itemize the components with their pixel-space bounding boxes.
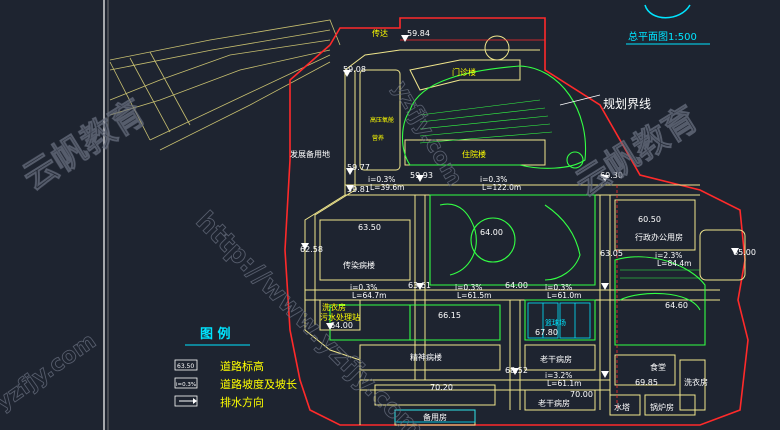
slope-3-len: L=64.7m: [352, 291, 386, 300]
slope-6-len: L=84.4m: [657, 259, 691, 268]
slope-5: i=0.3%: [545, 283, 572, 292]
label-reserve: 发展备用地: [290, 149, 330, 159]
elev-19: 70.00: [570, 390, 593, 399]
label-guard: 传达: [372, 28, 388, 38]
legend-label-slope: 道路坡度及坡长: [220, 377, 297, 391]
elev-12: 64.00: [330, 321, 353, 330]
label-court: 篮球场: [545, 318, 566, 327]
legend-label-elevation: 道路标高: [220, 359, 264, 373]
slope-7-len: L=61.1m: [547, 379, 581, 388]
building-outlines: [319, 35, 746, 426]
label-standby: 备用房: [423, 412, 447, 422]
slope-2-len: L=122.0m: [482, 183, 521, 192]
slope-4-len: L=61.5m: [457, 291, 491, 300]
slope-1: i=0.3%: [368, 175, 395, 184]
legend-heading: 图 例: [200, 326, 231, 342]
label-laundry: 洗衣房: [322, 302, 346, 312]
hatched-areas: [419, 99, 700, 279]
sports-courts: [394, 302, 591, 423]
legend-label-drainage: 排水方向: [220, 395, 264, 409]
elevation-labels: 59.84 59.08 59.77 59.81 59.93 60.30 60.5…: [300, 29, 756, 399]
slope-6: i=2.3%: [655, 251, 682, 260]
elev-2: 59.08: [343, 65, 366, 74]
elev-3: 59.77: [347, 163, 370, 172]
elevation-markers: [301, 35, 739, 378]
external-roads: [109, 19, 341, 151]
elev-21: 64.60: [665, 301, 688, 310]
legend-sample-elevation: 63.50: [177, 363, 194, 370]
elev-14: 64.00: [480, 228, 503, 237]
elev-11: 64.00: [505, 281, 528, 290]
label-elderly2: 老干病房: [538, 398, 570, 408]
label-yellow2: 营养: [372, 134, 384, 142]
elev-10: 63.61: [408, 281, 431, 290]
legend-swatch-slope: [174, 377, 198, 389]
drawing-title: 总平面图1:500: [628, 30, 697, 43]
label-sewage: 污水处理站: [320, 312, 360, 322]
elev-22: 65.00: [733, 248, 756, 257]
legend: 图 例 63.50 道路标高 i=0.3% 道路坡度及坡长 排水方向: [174, 326, 297, 409]
elev-6: 60.30: [600, 171, 623, 180]
watermark-4: yzfjy.com: [0, 329, 101, 416]
slope-labels: i=0.3% L=39.6m i=0.3% L=122.0m i=0.3% L=…: [350, 175, 691, 388]
boundary-label: 规划界线: [603, 96, 651, 111]
label-laundry2: 洗衣房: [684, 377, 708, 387]
elev-5: 59.93: [410, 171, 433, 180]
elev-7: 60.50: [638, 215, 661, 224]
label-infectious: 传染病楼: [343, 260, 375, 270]
elev-13: 63.05: [600, 249, 623, 258]
slope-3: i=0.3%: [350, 283, 377, 292]
label-boiler: 锅炉房: [650, 402, 674, 412]
building-labels: 传达 门诊楼 住院楼 传染病楼 洗衣房 污水处理站 精神病楼 老干病房 老干病房…: [290, 28, 708, 422]
elev-18: 70.20: [430, 383, 453, 392]
slope-4: i=0.3%: [455, 283, 482, 292]
legend-swatch-elevation: [174, 359, 198, 371]
legend-sample-slope: i=0.3%: [176, 382, 196, 388]
label-elderly1: 老干病房: [540, 354, 572, 364]
label-canteen: 食堂: [650, 362, 666, 372]
elev-4: 59.81: [347, 185, 370, 194]
label-clinic: 门诊楼: [452, 67, 476, 77]
label-admin: 行政办公用房: [635, 232, 683, 242]
boundary-leader: [559, 94, 601, 106]
elev-9: 62.58: [300, 245, 323, 254]
label-inpatient: 住院楼: [462, 149, 486, 159]
watermark-2: 云帆教育: [569, 99, 706, 205]
label-psychiatric: 精神病楼: [410, 352, 442, 362]
slope-7: i=3.2%: [545, 371, 572, 380]
label-water-tower: 水塔: [614, 402, 630, 412]
planning-boundary: [284, 17, 749, 426]
watermark-1: 云帆教育: [16, 92, 153, 198]
label-yellow1: 高压氧舱: [370, 116, 394, 124]
slope-5-len: L=61.0m: [547, 291, 581, 300]
elev-15: 66.15: [438, 311, 461, 320]
elev-17: 68.52: [505, 366, 528, 375]
elev-16: 67.80: [535, 328, 558, 337]
green-landscape: [329, 65, 706, 346]
elev-1: 59.84: [407, 29, 430, 38]
compass-arc: [644, 4, 691, 19]
slope-1-len: L=39.6m: [370, 183, 404, 192]
elev-8: 63.50: [358, 223, 381, 232]
elev-20: 69.85: [635, 378, 658, 387]
slope-2: i=0.3%: [480, 175, 507, 184]
